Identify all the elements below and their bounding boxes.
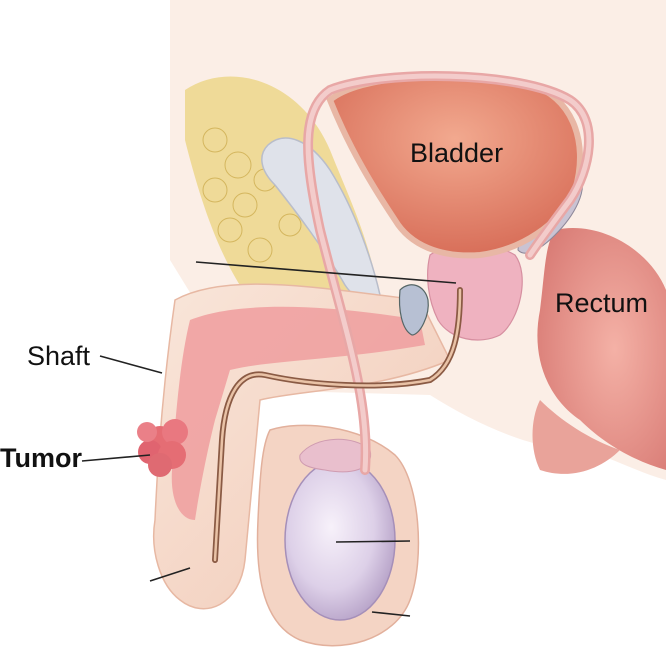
anus-area <box>532 400 620 474</box>
leader-line-testis <box>335 540 411 543</box>
leader-line-urethra <box>195 261 457 284</box>
rectum <box>537 228 666 470</box>
leader-line-tumor <box>81 454 151 462</box>
label-tumor: Tumor <box>0 443 82 473</box>
label-shaft: Shaft <box>27 341 91 371</box>
venous-plexus <box>398 284 429 336</box>
leader-line-shaft <box>99 355 163 374</box>
testis <box>284 459 396 621</box>
tumor-mass <box>137 419 188 477</box>
label-bladder: Bladder <box>410 138 503 168</box>
corpus-cavernosum <box>171 306 425 520</box>
leader-line-glans <box>149 567 191 582</box>
leader-line-scrotum <box>371 611 411 617</box>
label-rectum: Rectum <box>555 288 648 318</box>
